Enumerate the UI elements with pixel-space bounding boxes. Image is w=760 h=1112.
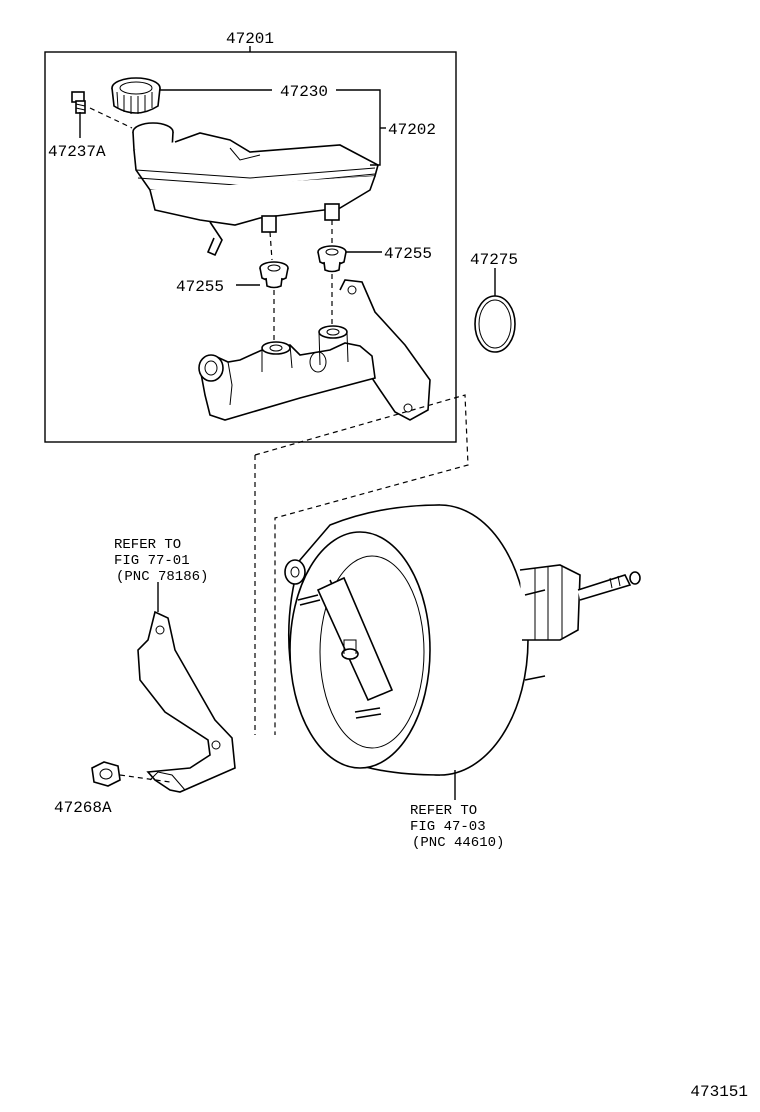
mount-dash-outer <box>254 394 469 735</box>
bracket <box>137 610 236 793</box>
reservoir-cap <box>111 77 161 114</box>
bracket-ref-line3: (PNC 78186) <box>116 569 208 585</box>
label-grommet-left: 47255 <box>176 278 224 296</box>
label-figure-id: 473151 <box>690 1083 748 1101</box>
screw-dash <box>89 107 133 129</box>
label-nut: 47268A <box>54 799 112 817</box>
label-screw: 47237A <box>48 143 106 161</box>
o-ring <box>474 295 516 353</box>
label-grommet-right: 47255 <box>384 245 432 263</box>
grommet-left <box>259 261 289 289</box>
label-oring: 47275 <box>470 251 518 269</box>
grommet-right <box>317 245 347 273</box>
bracket-ref-line1: REFER TO <box>114 537 181 553</box>
nut <box>91 761 121 787</box>
screw <box>71 91 86 114</box>
booster-ref-line2: FIG 47-03 <box>410 819 486 835</box>
booster-ref-line1: REFER TO <box>410 803 477 819</box>
bracket-ref-line2: FIG 77-01 <box>114 553 190 569</box>
booster-ref-line3: (PNC 44610) <box>412 835 504 851</box>
label-cap: 47230 <box>280 83 328 101</box>
label-assembly: 47201 <box>226 30 274 48</box>
reservoir-tank <box>132 122 379 257</box>
master-cylinder <box>198 279 431 421</box>
brake-booster <box>284 504 641 776</box>
dash-grommet-left-top <box>269 231 273 261</box>
label-reservoir: 47202 <box>388 121 436 139</box>
